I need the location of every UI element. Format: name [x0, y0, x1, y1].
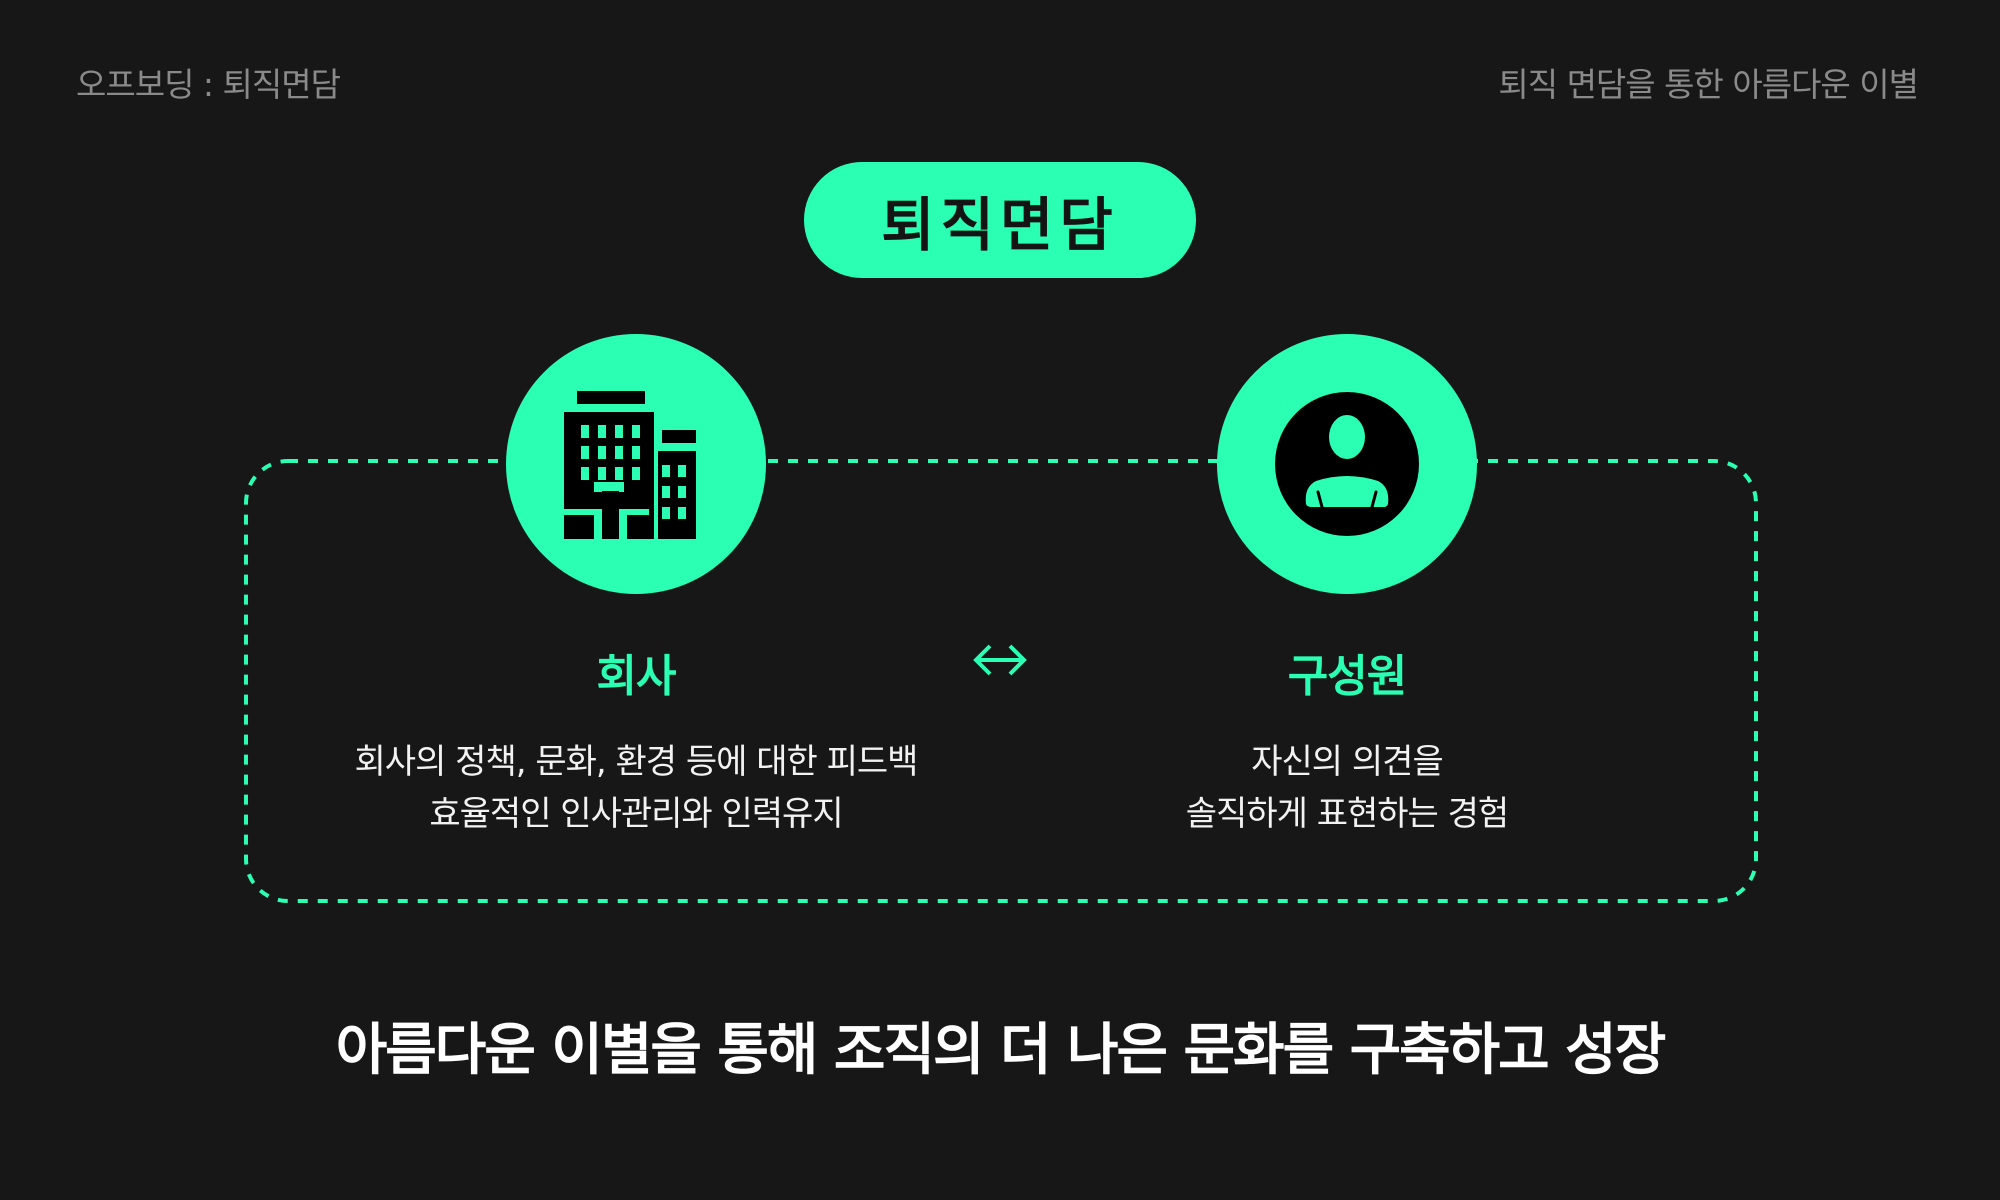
member-description-line: 솔직하게 표현하는 경험	[1185, 794, 1509, 834]
footer-message: 아름다운 이별을 통해 조직의 더 나은 문화를 구축하고 성장	[335, 1018, 1666, 1083]
member-label: 구성원	[1287, 651, 1407, 702]
title-badge: 퇴직면담	[804, 162, 1196, 278]
company-label: 회사	[596, 651, 677, 702]
member-description-line: 자신의 의견을	[1251, 742, 1444, 782]
header-subtitle: 퇴직 면담을 통한 아름다운 이별	[1498, 65, 1919, 104]
member-description: 자신의 의견을 솔직하게 표현하는 경험	[1047, 736, 1647, 840]
office-building-icon	[564, 391, 696, 539]
user-profile-icon	[1275, 392, 1419, 536]
page-title: 퇴직면담	[881, 191, 1119, 259]
member-circle	[1217, 334, 1477, 594]
company-description-line: 회사의 정책, 문화, 환경 등에 대한 피드백	[354, 742, 919, 782]
header-breadcrumb: 오프보딩 : 퇴직면담	[76, 65, 341, 104]
company-description: 회사의 정책, 문화, 환경 등에 대한 피드백 효율적인 인사관리와 인력유지	[236, 736, 1036, 840]
bidirectional-arrow-icon	[973, 644, 1027, 676]
company-circle	[506, 334, 766, 594]
company-description-line: 효율적인 인사관리와 인력유지	[429, 794, 843, 834]
